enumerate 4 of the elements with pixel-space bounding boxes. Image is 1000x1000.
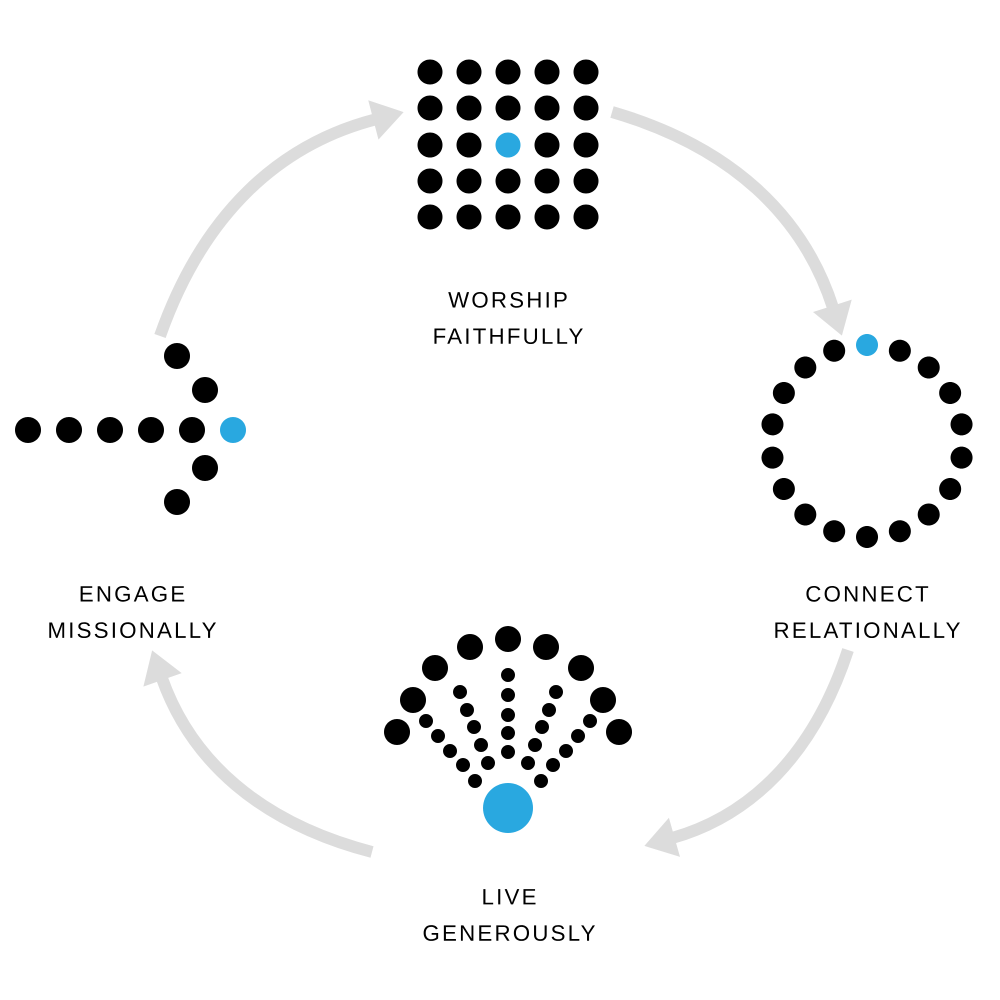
- stage-label: LIVE GENEROUSLY: [424, 889, 595, 941]
- stage-label: CONNECT RELATIONALLY: [775, 586, 960, 638]
- stage-label: WORSHIP FAITHFULLY: [434, 292, 583, 344]
- stage-label: ENGAGE MISSIONALLY: [49, 586, 216, 638]
